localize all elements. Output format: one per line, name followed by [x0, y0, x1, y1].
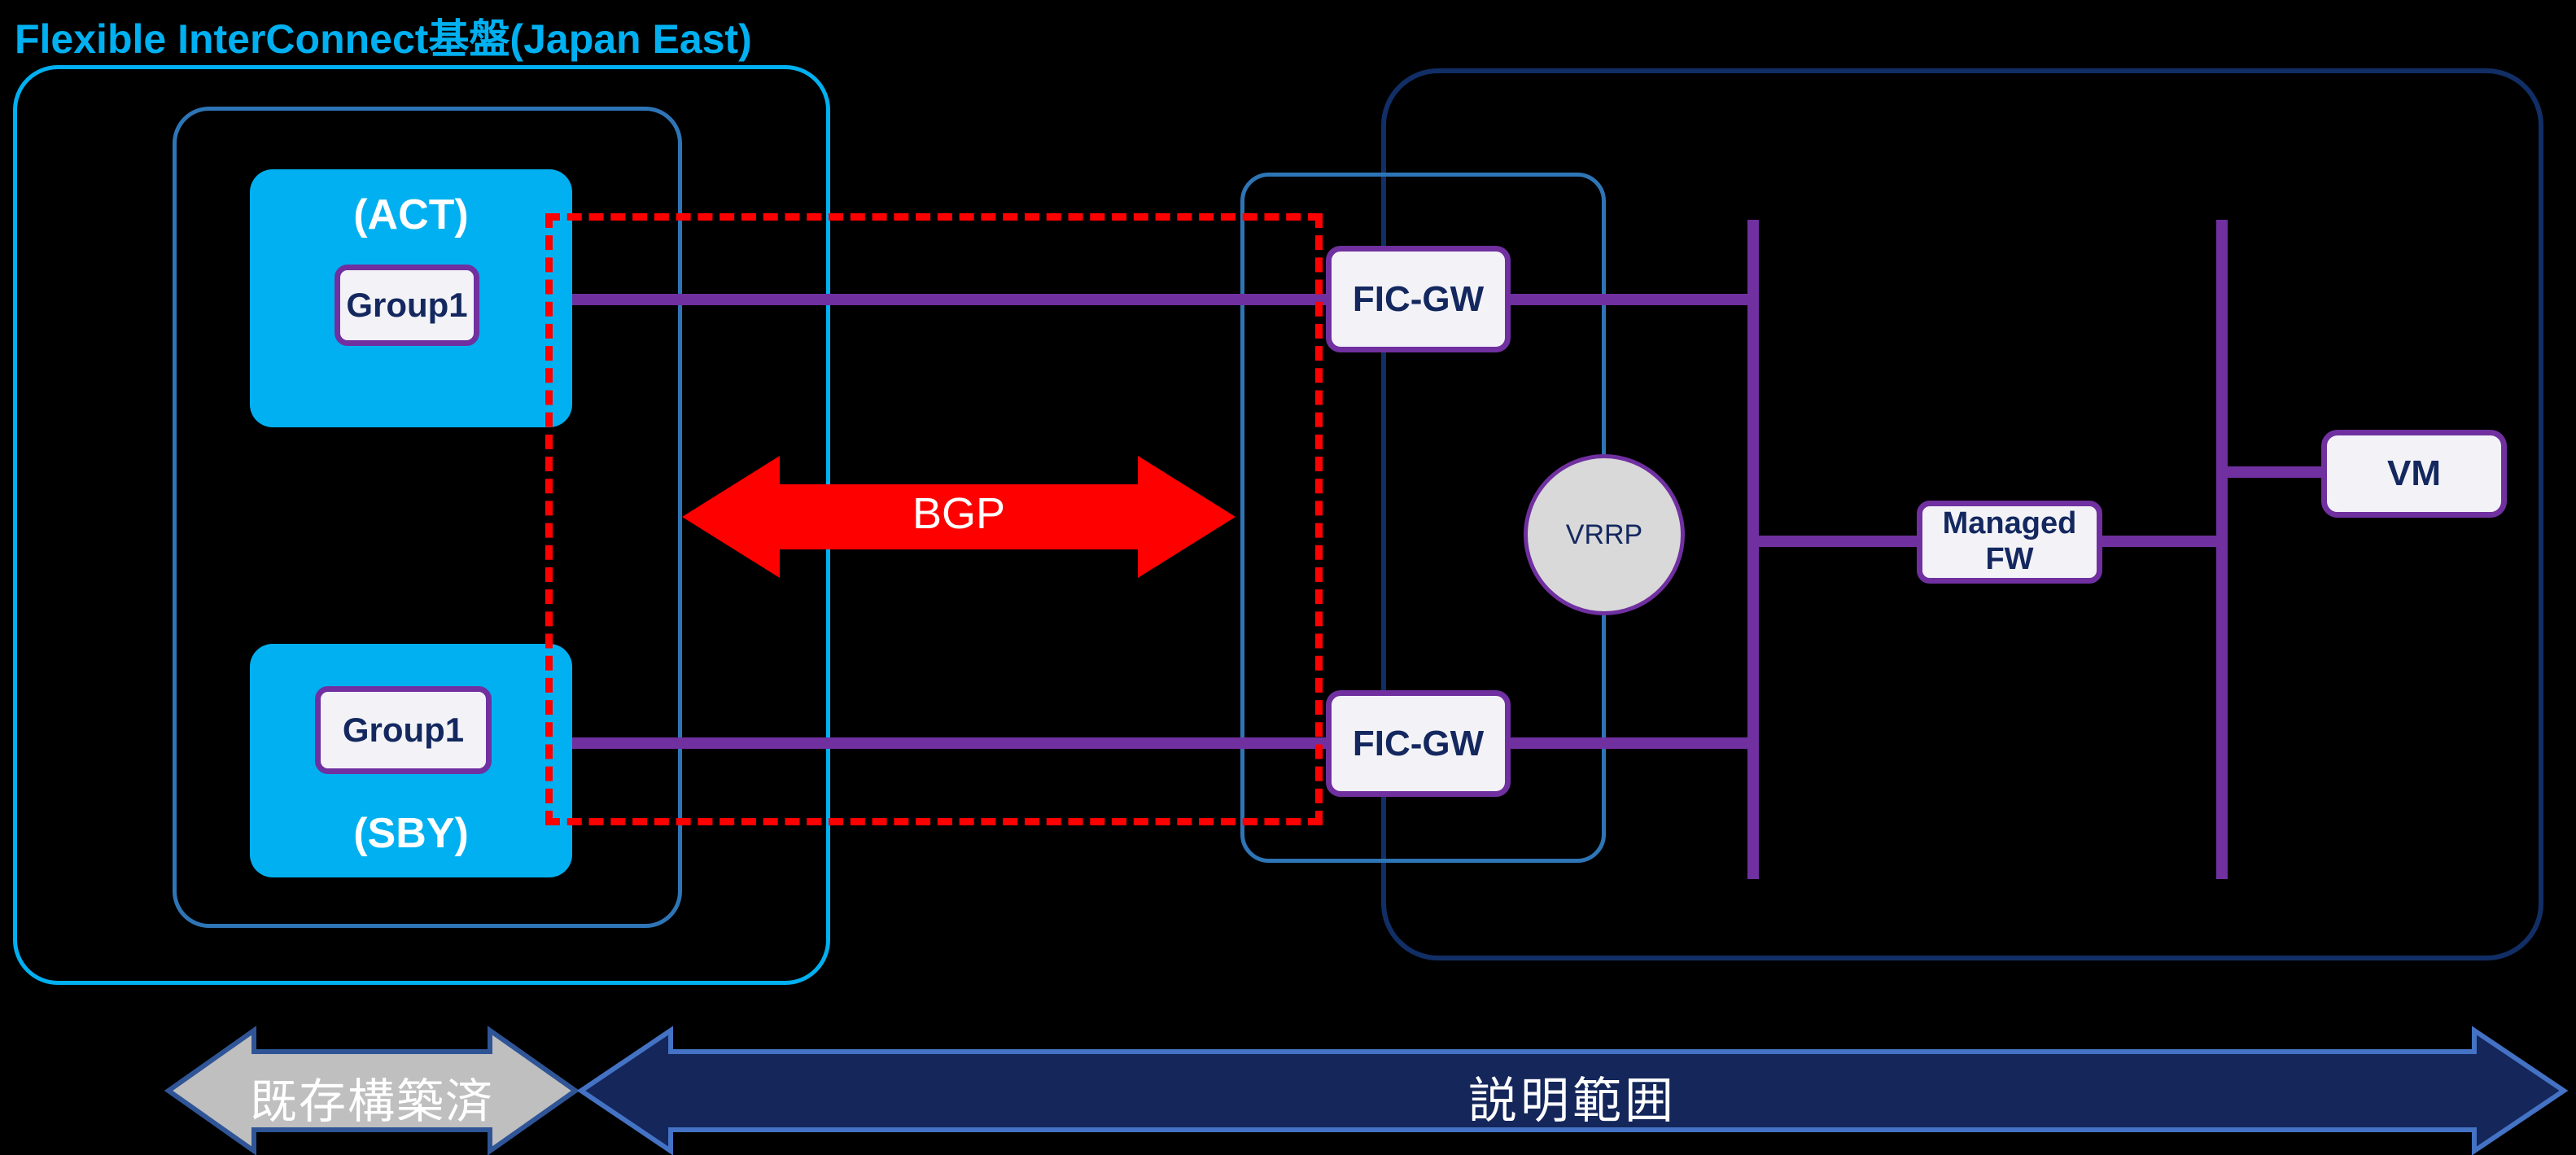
- bgp-domain-dashed-outline: [545, 213, 1323, 825]
- page-title: Flexible InterConnect基盤(Japan East): [15, 16, 752, 62]
- vm-label: VM: [2387, 453, 2441, 493]
- vrrp-circle-node: VRRP: [1524, 454, 1685, 615]
- connector-bus-to-managed-fw: [1753, 536, 1924, 547]
- fic-gw-bottom-label: FIC-GW: [1352, 723, 1485, 763]
- vrrp-label: VRRP: [1565, 518, 1643, 550]
- vm-node: VM: [2321, 430, 2507, 518]
- connector-managed-fw-to-bus: [2096, 536, 2222, 547]
- fic-gw-top-label: FIC-GW: [1352, 278, 1485, 319]
- group1-act-label: Group1: [346, 286, 468, 324]
- network-bus-left: [1747, 220, 1759, 879]
- managed-fw-label-line1: Managed: [1942, 506, 2077, 541]
- bgp-label: BGP: [912, 489, 1006, 538]
- sby-label: (SBY): [353, 810, 469, 857]
- act-label: (ACT): [353, 191, 469, 238]
- explanation-scope-boundary: [1381, 68, 2543, 960]
- fic-gw-top-node: FIC-GW: [1326, 246, 1511, 352]
- group1-sby-node: Group1: [315, 686, 492, 774]
- managed-fw-node: Managed FW: [1917, 501, 2102, 584]
- existing-equipment-boundary: [173, 107, 682, 928]
- group1-act-node: Group1: [335, 265, 479, 346]
- group1-sby-label: Group1: [342, 711, 465, 749]
- fic-gw-bottom-node: FIC-GW: [1326, 690, 1511, 797]
- network-bus-right: [2216, 220, 2228, 879]
- connector-bus-to-vm: [2222, 466, 2332, 478]
- managed-fw-label-line2: FW: [1985, 542, 2034, 576]
- legend-existing-label: 既存構築済: [249, 1075, 494, 1128]
- legend-scope-label: 説明範囲: [1468, 1074, 1677, 1128]
